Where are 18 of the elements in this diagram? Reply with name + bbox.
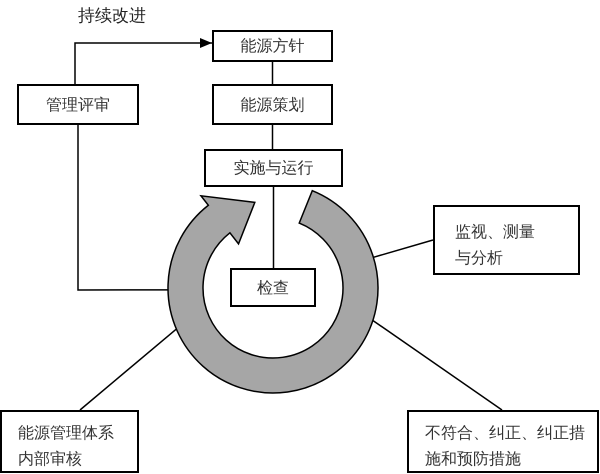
leader-line [373, 239, 434, 258]
leader-line [372, 320, 502, 411]
process-box: 实施与运行 [204, 149, 343, 187]
leader-line [80, 328, 177, 411]
connector-line [77, 125, 168, 291]
process-box: 检查 [230, 268, 316, 307]
process-box: 能源策划 [212, 84, 333, 125]
process-box: 不符合、纠正、纠正措施和预防措施 [407, 410, 599, 473]
connector-line [272, 62, 274, 84]
edge-label: 持续改进 [76, 8, 148, 25]
circular-arrow [167, 190, 379, 394]
arrow [74, 38, 212, 84]
process-box: 管理评审 [17, 84, 139, 125]
process-box: 能源方针 [212, 30, 333, 62]
process-box: 能源管理体系内部审核 [0, 410, 139, 473]
process-box: 监视、测量与分析 [433, 205, 580, 275]
connector-line [272, 187, 274, 268]
connector-line [272, 125, 274, 149]
